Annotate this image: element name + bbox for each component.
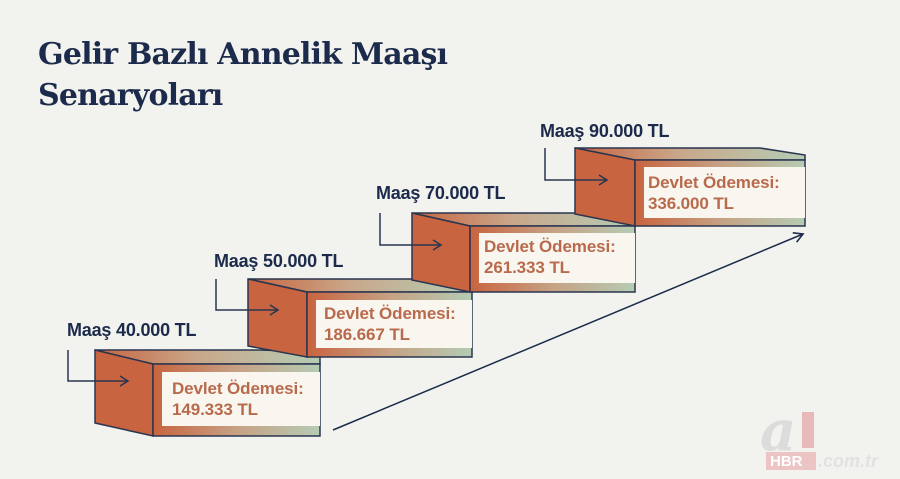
step-box-4 <box>544 147 806 227</box>
salary-label-4: Maaş 90.000 TL <box>540 121 670 141</box>
payment-value-4: 336.000 TL <box>648 194 734 213</box>
payment-label-1: Devlet Ödemesi: 149.333 TL <box>172 378 304 420</box>
svg-text:.com.tr: .com.tr <box>818 451 879 471</box>
payment-title-4: Devlet Ödemesi: <box>648 173 780 192</box>
title-line-2: Senaryoları <box>38 78 223 113</box>
trend-arrow-icon <box>332 232 805 431</box>
payment-value-3: 261.333 TL <box>484 258 570 277</box>
payment-title-2: Devlet Ödemesi: <box>324 304 456 323</box>
ahaber-logo-icon: a HBR .com.tr <box>760 400 879 471</box>
payment-label-3: Devlet Ödemesi: 261.333 TL <box>484 236 616 278</box>
svg-text:HBR: HBR <box>770 453 803 470</box>
salary-label-3: Maaş 70.000 TL <box>376 183 506 203</box>
payment-value-1: 149.333 TL <box>172 400 258 419</box>
payment-label-4: Devlet Ödemesi: 336.000 TL <box>648 172 780 214</box>
page-title: Gelir Bazlı Annelik Maaşı Senaryoları <box>38 34 448 116</box>
payment-title-3: Devlet Ödemesi: <box>484 237 616 256</box>
salary-label-1: Maaş 40.000 TL <box>67 320 197 340</box>
payment-title-1: Devlet Ödemesi: <box>172 379 304 398</box>
salary-label-2: Maaş 50.000 TL <box>214 251 344 271</box>
step-box-1 <box>67 349 321 437</box>
payment-label-2: Devlet Ödemesi: 186.667 TL <box>324 303 456 345</box>
step-box-3 <box>379 212 636 293</box>
title-line-1: Gelir Bazlı Annelik Maaşı <box>38 37 448 72</box>
payment-value-2: 186.667 TL <box>324 325 410 344</box>
